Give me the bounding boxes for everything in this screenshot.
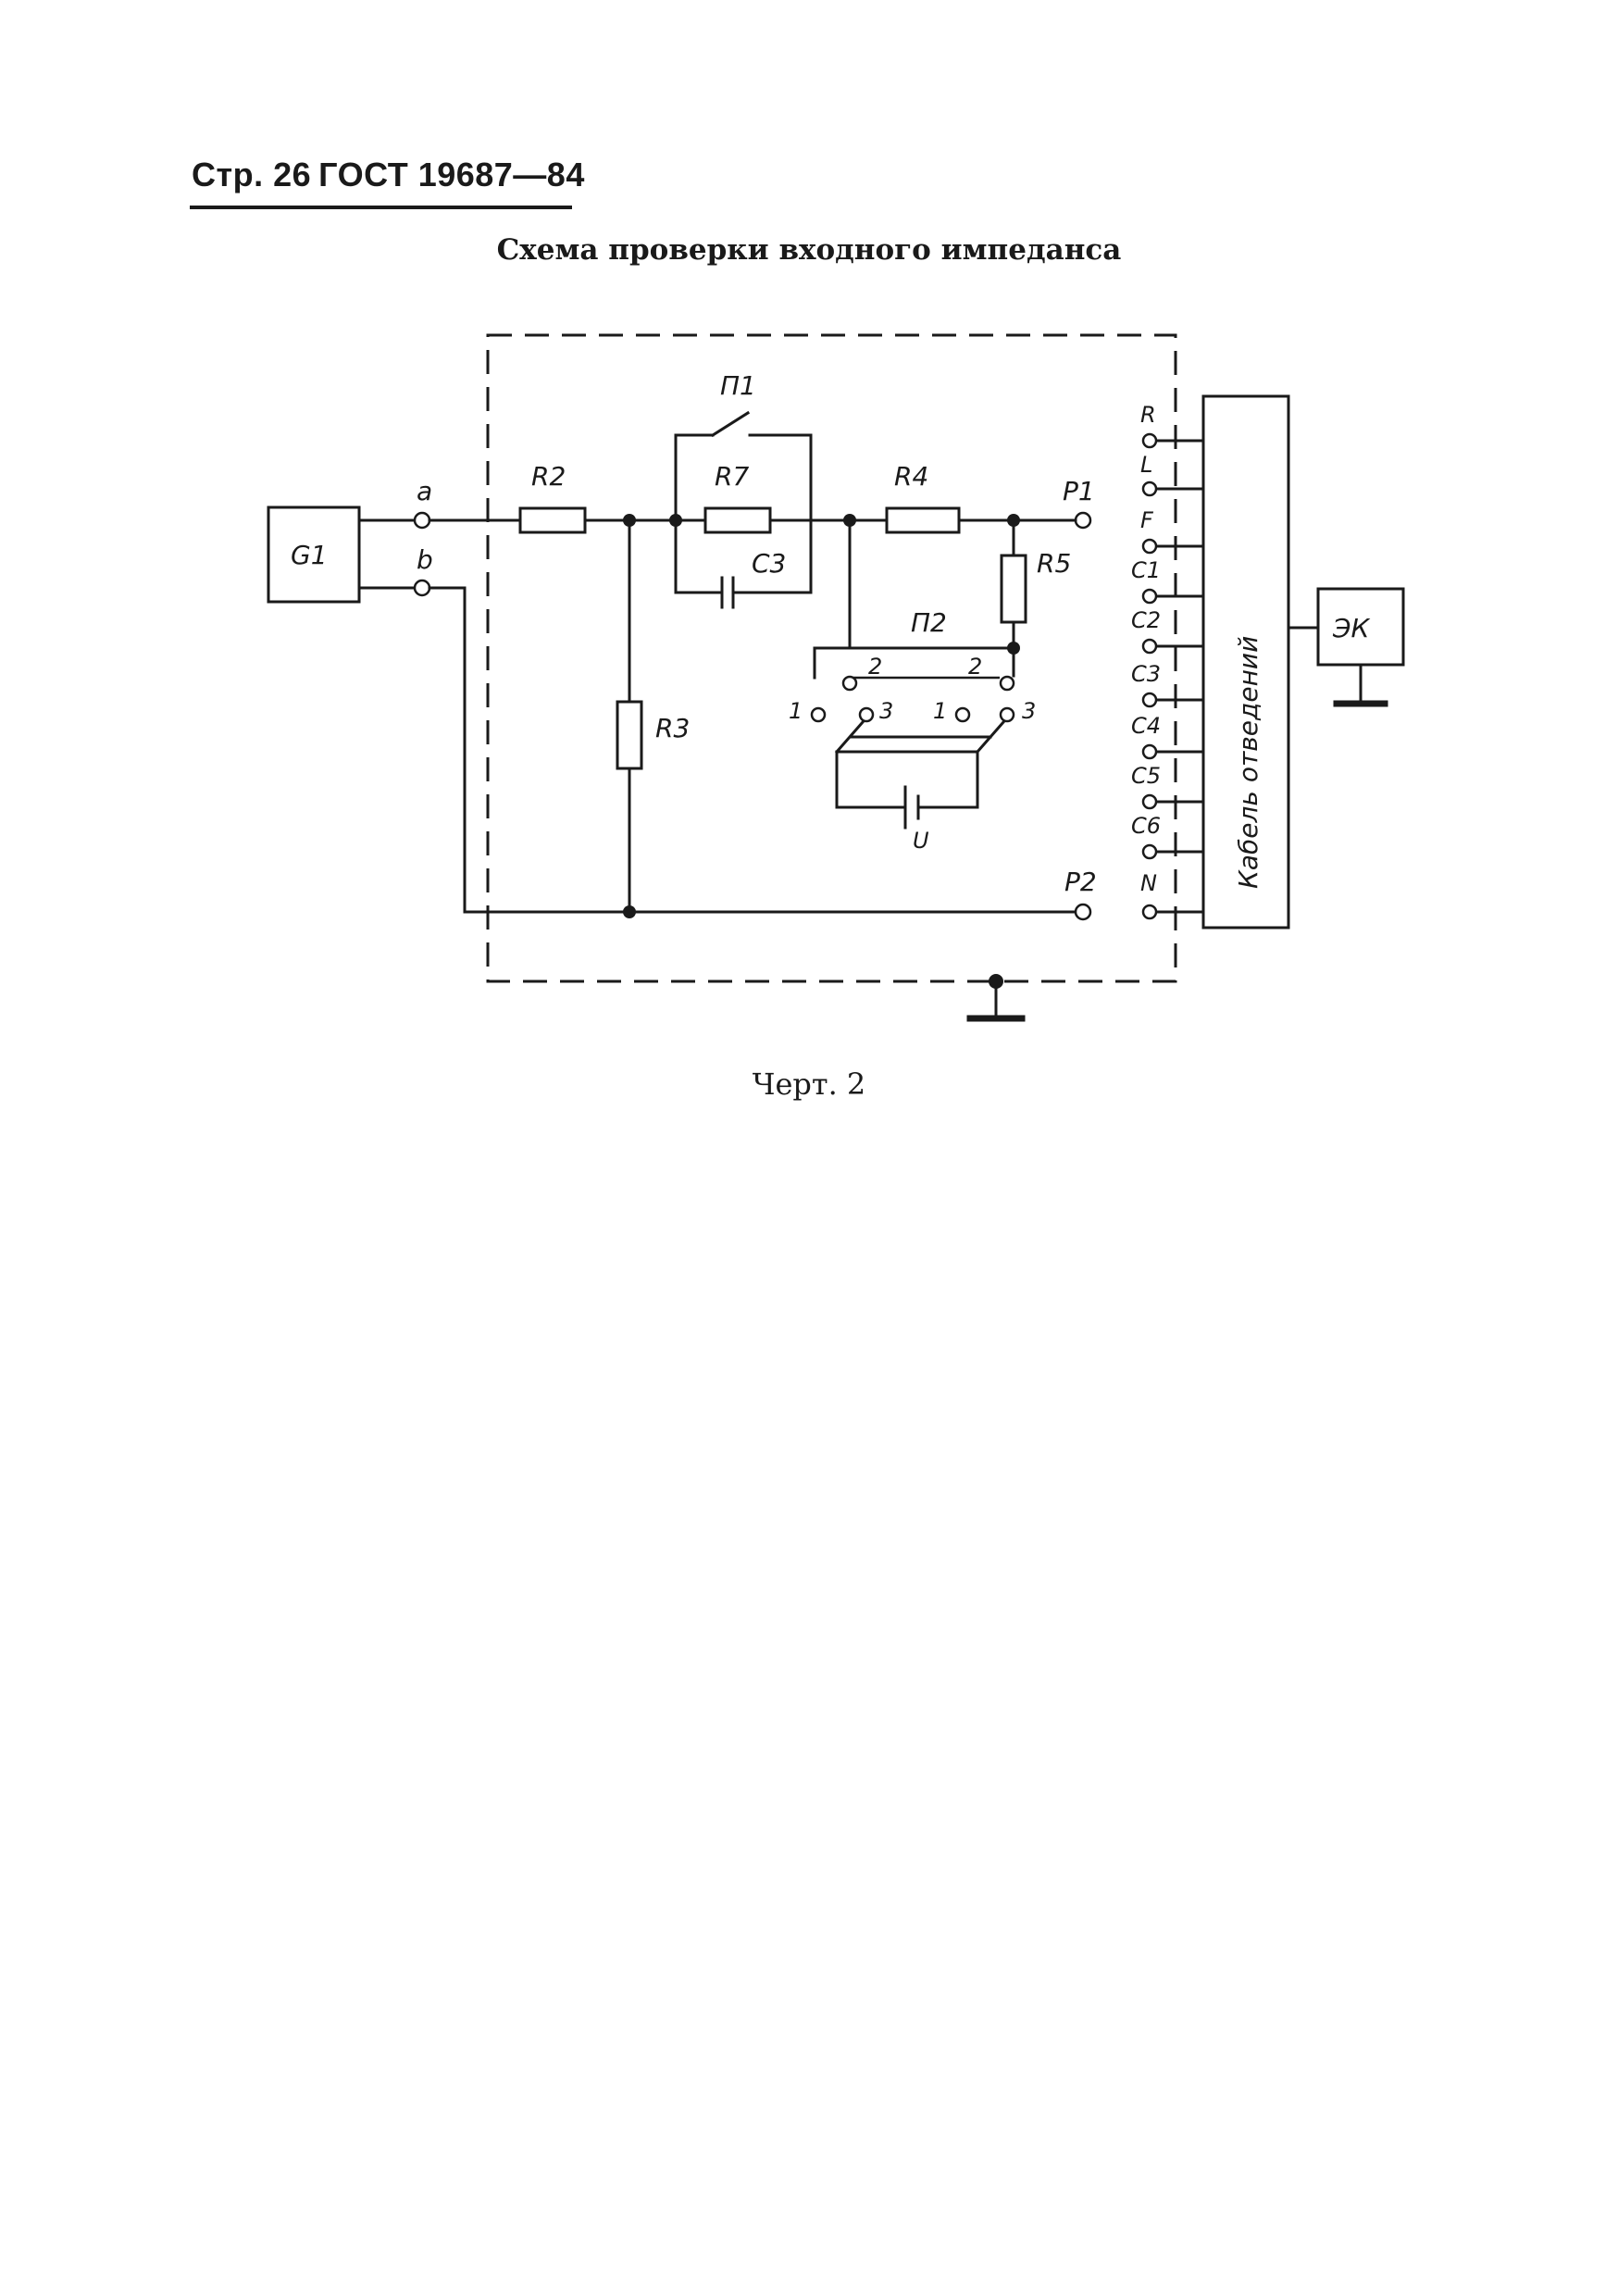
switch-p1-blade <box>710 410 751 438</box>
figure-title: Схема проверки входного импеданса <box>496 233 1122 267</box>
test-box-enclosure <box>486 333 1177 983</box>
output-p2 <box>1074 903 1092 921</box>
input-impedance-schematic: G1 a b R2 П1 R7 C3 R4 P1 R5 R3 P2 <box>267 333 1405 1022</box>
resistor-r4-label: R4 <box>894 461 928 492</box>
page-number: Стр. 26 <box>192 156 312 193</box>
resistor-r2-label: R2 <box>531 461 566 492</box>
switch-p2-pos-1b: 1 <box>933 698 947 724</box>
resistor-r5 <box>1000 554 1027 624</box>
switch-p2-pos-3b: 3 <box>1022 698 1036 724</box>
lead-c2-label: C2 <box>1131 607 1161 633</box>
output-p2-label: P2 <box>1064 867 1097 897</box>
resistor-r3 <box>616 700 643 770</box>
ecg-device-label: ЭК <box>1332 613 1371 643</box>
lead-f-label: F <box>1140 507 1154 533</box>
resistor-r7 <box>703 506 772 534</box>
switch-p2-pos-2b: 2 <box>968 654 982 680</box>
resistor-r4 <box>885 506 961 534</box>
output-p1-label: P1 <box>1063 476 1095 506</box>
lead-c4-label: C4 <box>1131 713 1161 739</box>
lead-cable-box <box>1201 394 1290 930</box>
switch-p2-contact <box>841 675 858 692</box>
lead-n-label: N <box>1140 870 1157 896</box>
lead-terminals <box>1141 432 1205 920</box>
lead-c1-label: C1 <box>1131 557 1161 583</box>
standard-number: ГОСТ 19687—84 <box>318 156 585 193</box>
lead-c5-label: C5 <box>1131 763 1161 789</box>
switch-p2-label: П2 <box>911 607 947 638</box>
lead-r-label: R <box>1140 402 1156 428</box>
terminal-a-label: a <box>417 476 432 506</box>
terminal-a <box>413 511 431 530</box>
switch-p1-label: П1 <box>720 370 756 401</box>
switch-p2-pos-3a: 3 <box>879 698 893 724</box>
battery-u-label: U <box>913 828 929 854</box>
lead-c6-label: C6 <box>1131 813 1161 839</box>
generator-g1 <box>267 505 361 604</box>
figure-caption: Черт. 2 <box>752 1067 866 1102</box>
lead-l-label: L <box>1140 452 1152 478</box>
terminal-b-label: b <box>417 544 433 575</box>
generator-label: G1 <box>291 540 328 570</box>
terminal-b <box>413 579 431 597</box>
resistor-r2 <box>518 506 587 534</box>
resistor-r5-label: R5 <box>1037 548 1071 579</box>
lead-cable-label: Кабель отведений <box>1233 636 1263 889</box>
output-p1 <box>1074 511 1092 530</box>
switch-p2-pos-1a: 1 <box>789 698 803 724</box>
ecg-device-ek <box>1316 587 1405 667</box>
switch-p2-pos-2a: 2 <box>868 654 882 680</box>
lead-c3-label: C3 <box>1131 661 1161 687</box>
header-rule <box>190 206 572 209</box>
resistor-r7-label: R7 <box>715 461 749 492</box>
capacitor-c3-label: C3 <box>752 548 786 579</box>
resistor-r3-label: R3 <box>655 713 690 743</box>
